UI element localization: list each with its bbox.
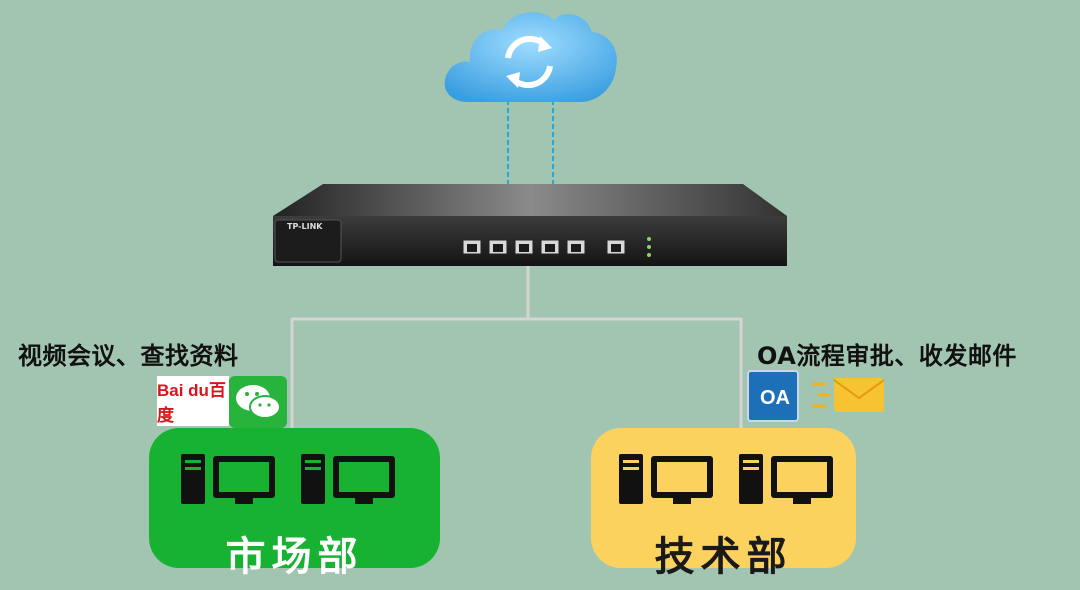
sync-arrow-top bbox=[538, 36, 552, 52]
computer-icon bbox=[301, 454, 395, 504]
computer-icon bbox=[739, 454, 833, 504]
network-links bbox=[290, 100, 743, 430]
oa-logo-text: OA bbox=[760, 386, 790, 409]
baidu-icon: Bai du百度 bbox=[157, 376, 229, 426]
oa-icon: OA bbox=[747, 370, 799, 422]
mail-icon bbox=[812, 378, 885, 412]
router-brand-label: TP-LINK bbox=[287, 222, 323, 231]
computer-icon bbox=[619, 454, 713, 504]
cloud-icon bbox=[444, 12, 617, 102]
baidu-logo-text: Bai du百度 bbox=[157, 381, 226, 425]
right-department-label: 技术部 bbox=[654, 534, 793, 580]
right-department-box: 技术部 bbox=[591, 428, 856, 580]
left-department-box: 市场部 bbox=[149, 428, 440, 580]
computer-icon bbox=[181, 454, 275, 504]
router-body bbox=[273, 184, 787, 266]
right-department-caption: OA流程审批、收发邮件 bbox=[757, 342, 1017, 370]
speed-lines bbox=[812, 382, 830, 408]
wechat-icon bbox=[229, 376, 287, 428]
left-department-label: 市场部 bbox=[225, 534, 364, 580]
status-leds bbox=[647, 237, 651, 257]
router-device: TP-LINK bbox=[273, 184, 787, 266]
sync-arrow-bottom bbox=[506, 72, 520, 88]
left-department-caption: 视频会议、查找资料 bbox=[18, 342, 239, 370]
